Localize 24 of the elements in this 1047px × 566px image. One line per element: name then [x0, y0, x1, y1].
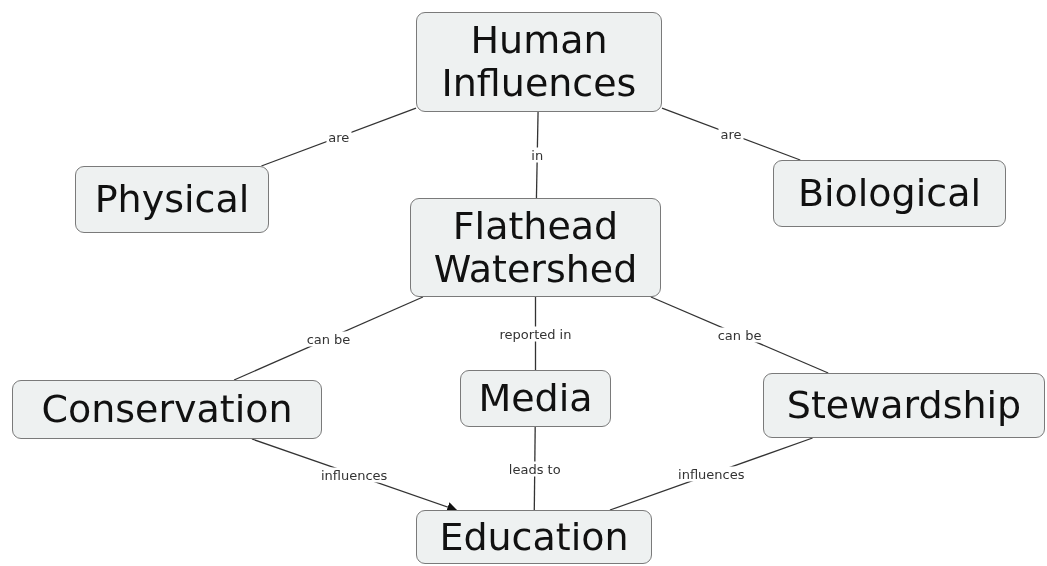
- concept-text: Education: [439, 515, 629, 559]
- edge-label: are: [718, 126, 744, 142]
- concept-box: [460, 370, 611, 427]
- concept-box: [12, 380, 322, 439]
- concept-box: [410, 198, 661, 297]
- concept-text: Flathead Watershed: [432, 204, 639, 291]
- concept-box: [75, 166, 269, 233]
- concept-text: Biological: [797, 172, 982, 215]
- edge-label: influences: [676, 466, 747, 482]
- concept-text: Physical: [94, 178, 250, 221]
- concept-box: [773, 160, 1006, 227]
- edge-label: reported in: [497, 326, 574, 341]
- concept-text: Media: [478, 377, 593, 420]
- edge-label: can be: [304, 331, 353, 346]
- connector-line: [535, 111, 539, 199]
- concept-text: Conservation: [41, 388, 293, 431]
- edge-label: in: [529, 147, 546, 163]
- concept-text: Stewardship: [786, 384, 1022, 427]
- concept-box: [416, 12, 662, 112]
- concept-box: [763, 373, 1045, 438]
- concept-box: [416, 510, 652, 564]
- concept-text: Human Influences: [440, 19, 638, 105]
- edge-label: can be: [715, 327, 764, 343]
- edge-label: are: [326, 129, 352, 145]
